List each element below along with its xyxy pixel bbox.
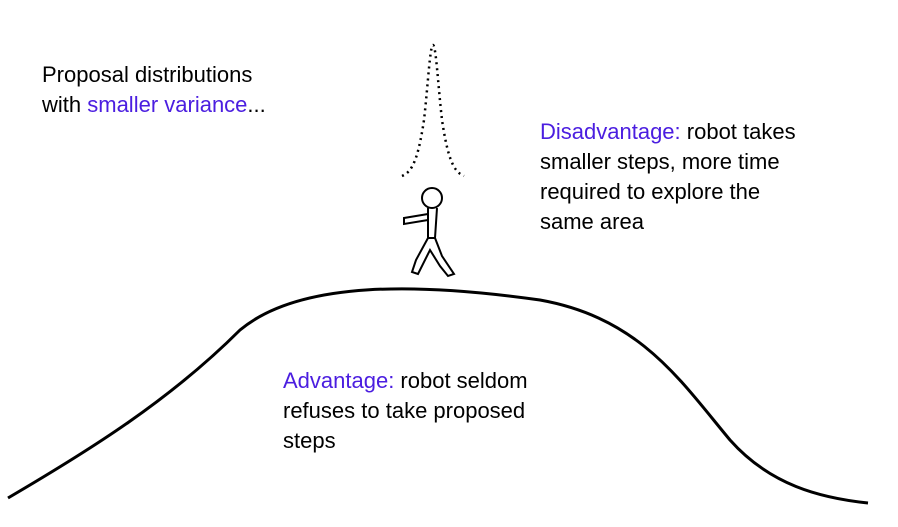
advantage-line2: refuses to take proposed bbox=[283, 398, 526, 423]
hill-curve bbox=[7, 287, 869, 505]
advantage-line3: steps bbox=[283, 428, 336, 453]
robot-body bbox=[427, 207, 438, 239]
proposal-note-suffix: ... bbox=[247, 92, 266, 117]
proposal-note-prefix: with bbox=[42, 92, 88, 117]
proposal-note: Proposal distributions with smaller vari… bbox=[42, 60, 372, 120]
proposal-note-line1: Proposal distributions bbox=[42, 62, 253, 87]
robot-arm bbox=[403, 213, 429, 226]
disadvantage-line4: same area bbox=[540, 209, 644, 234]
disadvantage-line3: required to explore the bbox=[540, 179, 761, 204]
disadvantage-text: robot takes bbox=[680, 119, 796, 144]
disadvantage-line1: Disadvantage: robot takes bbox=[540, 117, 870, 147]
robot-figure bbox=[403, 187, 456, 278]
advantage-line1: Advantage: robot seldom bbox=[283, 366, 613, 396]
disadvantage-line2: smaller steps, more time bbox=[540, 149, 780, 174]
advantage-text: robot seldom bbox=[394, 368, 528, 393]
proposal-note-highlight: smaller variance bbox=[87, 92, 248, 117]
disadvantage-label: Disadvantage: bbox=[540, 119, 681, 144]
disadvantage-note: Disadvantage: robot takes smaller steps,… bbox=[540, 117, 870, 237]
robot-legs bbox=[410, 237, 456, 278]
robot-head bbox=[421, 187, 443, 209]
advantage-label: Advantage: bbox=[283, 368, 395, 393]
advantage-note: Advantage: robot seldom refuses to take … bbox=[283, 366, 613, 456]
proposal-distribution-curve bbox=[401, 43, 465, 178]
proposal-note-line2: with smaller variance... bbox=[42, 90, 372, 120]
